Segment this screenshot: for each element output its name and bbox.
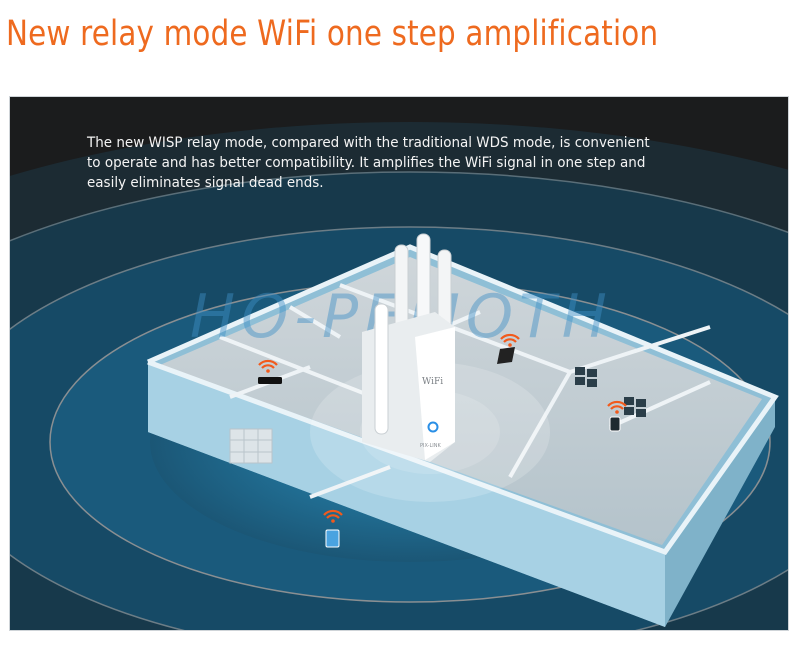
wifi-extender-product: WiFi PIX-LINK [362,233,455,462]
description-line: to operate and has better compatibility.… [87,155,646,171]
house-signal-illustration: HO-PEMOTH WiFi PIX-LINK [10,122,788,630]
product-label: WiFi [422,377,443,387]
description-line: easily eliminates signal dead ends. [87,175,324,191]
brand-label: PIX-LINK [420,443,441,449]
led-indicator-icon [427,421,439,433]
description-line: The new WISP relay mode, compared with t… [87,135,650,151]
laptop-icon [497,347,515,364]
wifi-icon [258,359,278,373]
wifi-icon [323,509,343,523]
wifi-icon [607,400,627,414]
page-title: New relay mode WiFi one step amplificati… [6,14,659,54]
tablet-icon [325,529,340,548]
wifi-icon [500,333,520,347]
smartphone-icon [609,416,621,432]
feature-description: The new WISP relay mode, compared with t… [87,133,719,193]
set-top-box-icon [258,377,282,384]
product-banner: HO-PEMOTH WiFi PIX-LINK [10,97,788,630]
